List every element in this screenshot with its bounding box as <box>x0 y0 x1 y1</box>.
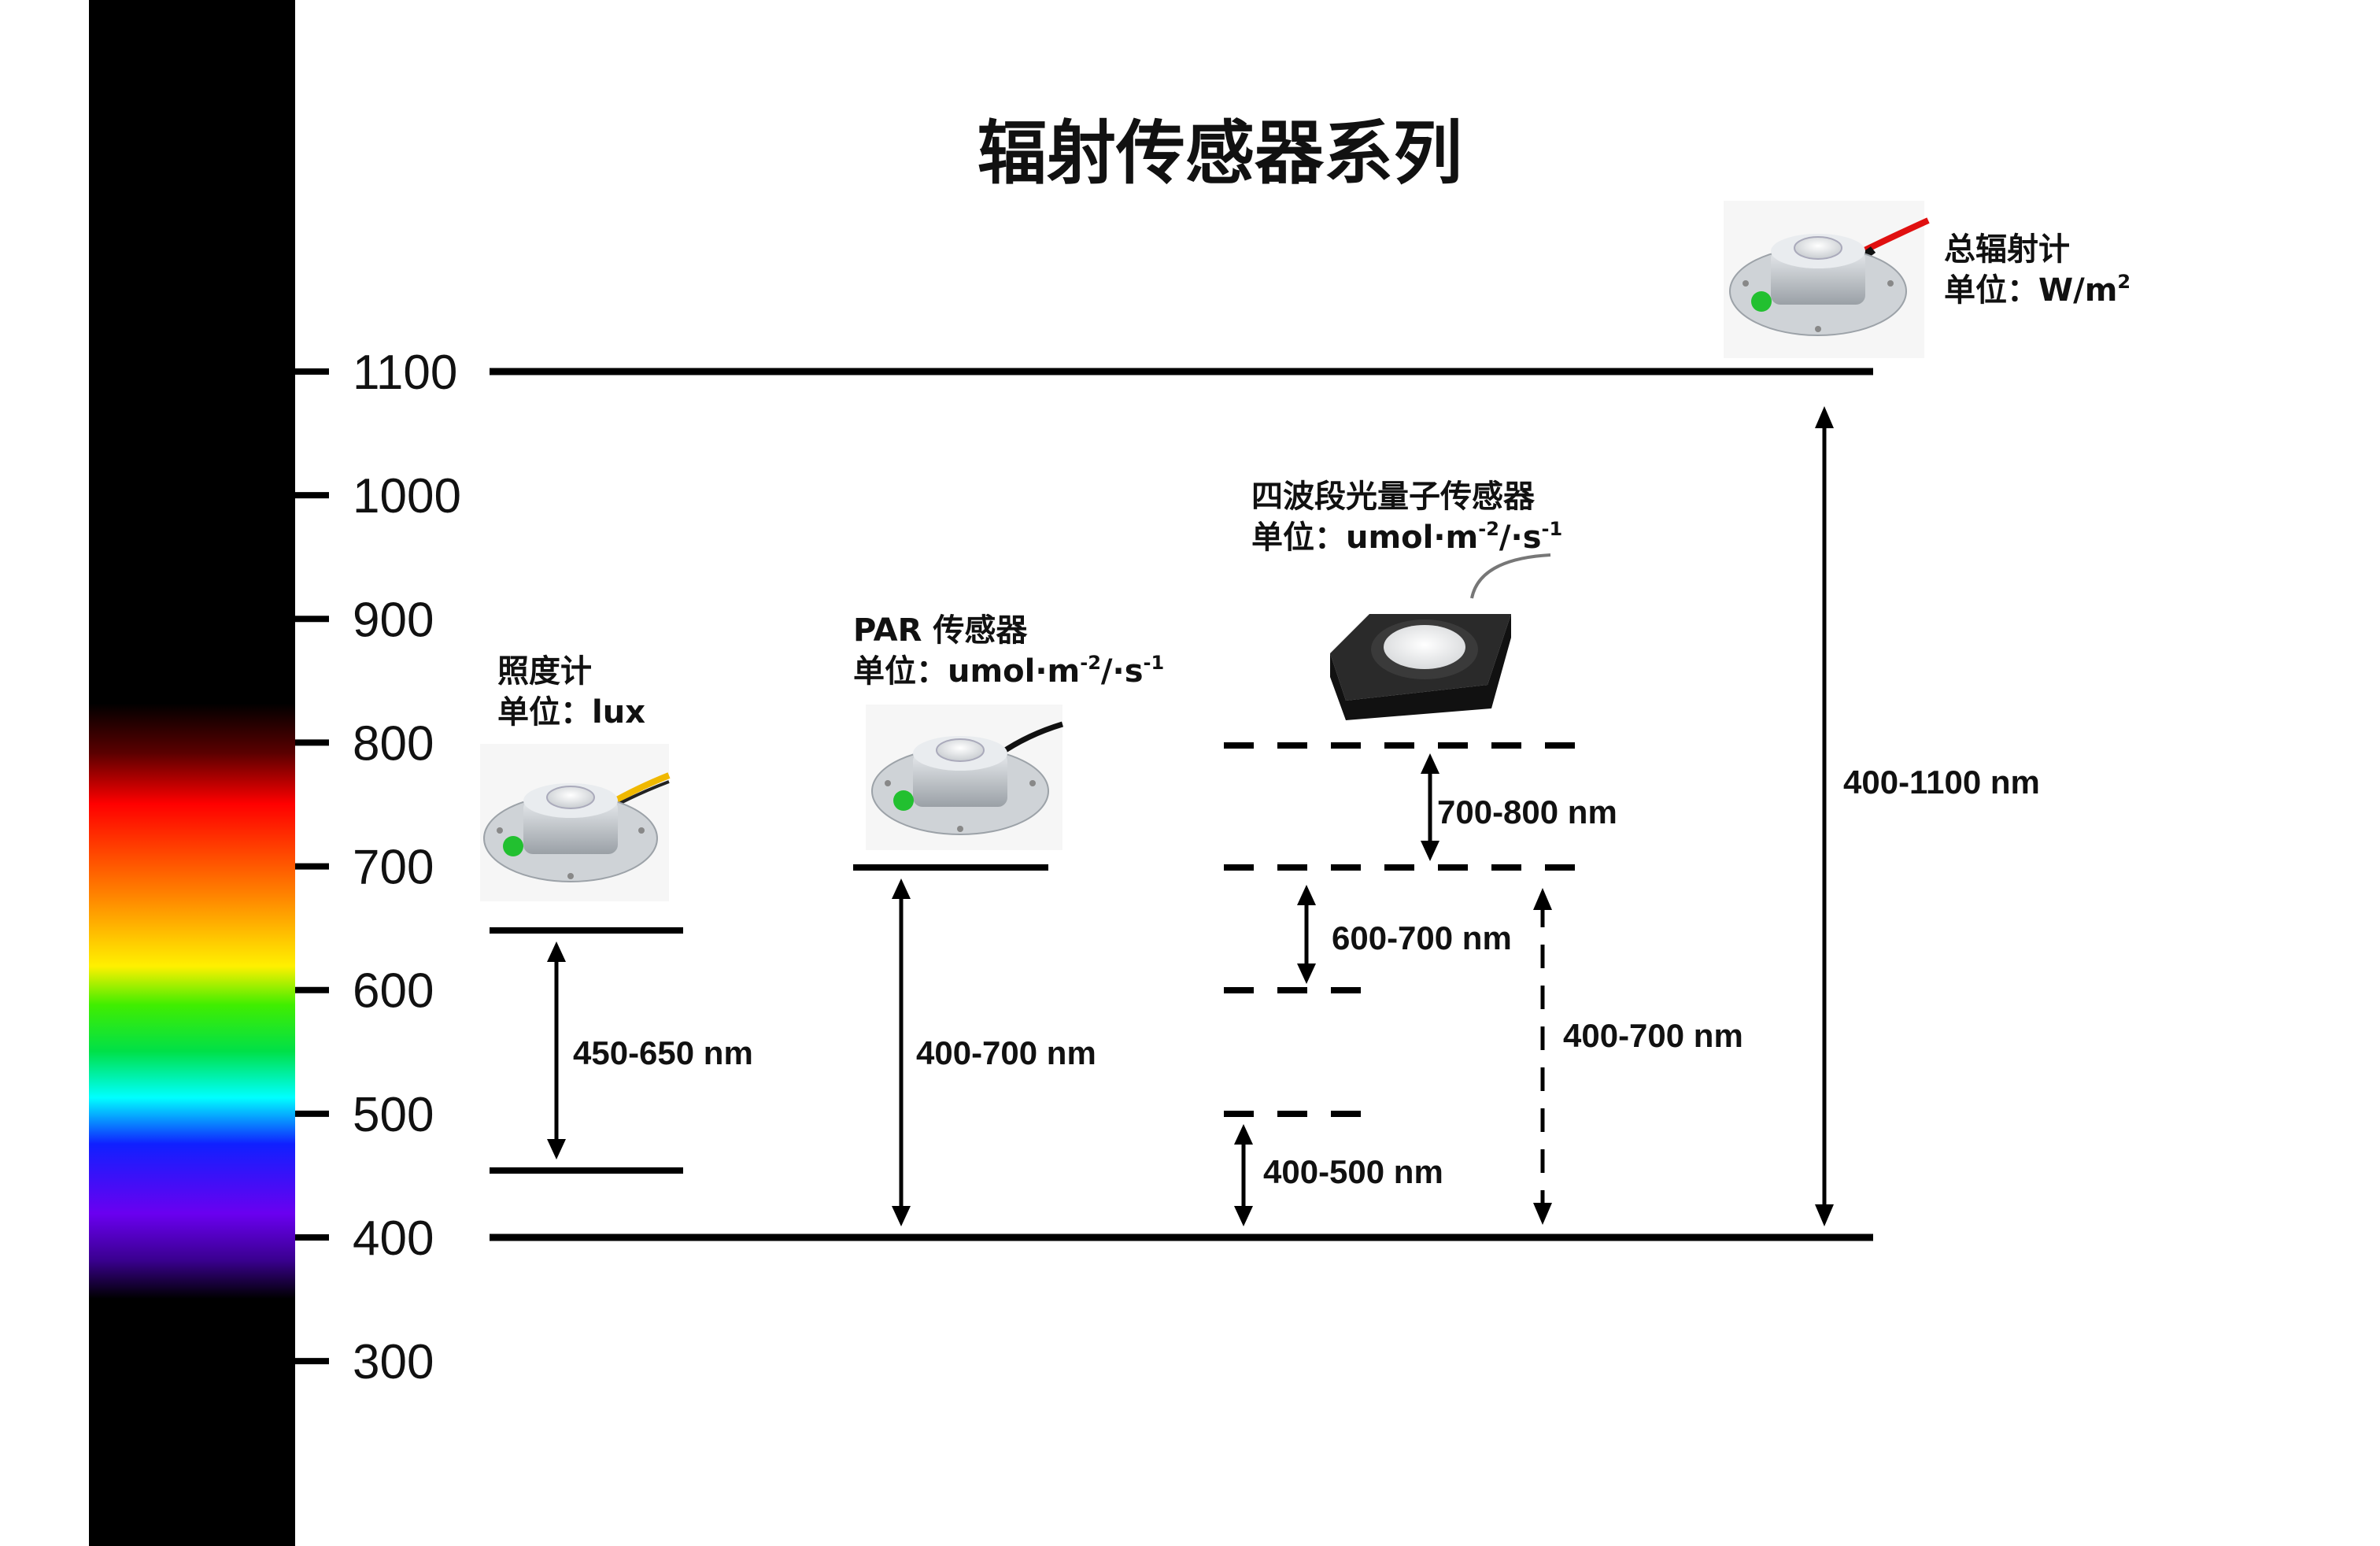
quad-range-label-400-500: 400-500 nm <box>1263 1153 1443 1190</box>
lux-sensor-unit: 单位：lux <box>497 694 645 730</box>
quad-range-label-700-800: 700-800 nm <box>1437 793 1617 830</box>
par-range-label: 400-700 nm <box>916 1034 1096 1071</box>
quad-range-label-400-700: 400-700 nm <box>1563 1017 1743 1054</box>
quad-range-label-600-700: 600-700 nm <box>1332 919 1512 956</box>
axis-tick-label: 800 <box>353 716 434 771</box>
lux-sensor-name: 照度计 <box>497 653 592 690</box>
axis-tick-label: 500 <box>353 1088 434 1142</box>
quad-sensor-unit: 单位：umol·m-2/·s-1 <box>1251 518 1562 556</box>
page-title: 辐射传感器系列 <box>978 113 1462 194</box>
quad-sensor-group: 四波段光量子传感器 单位：umol·m-2/·s-1 700-800 nm 60… <box>1224 479 1743 1226</box>
total-sensor-image <box>1724 201 1930 358</box>
spectrum-bar <box>89 0 295 1546</box>
wavelength-axis: 1100 1000 900 800 700 600 500 400 300 <box>295 346 461 1389</box>
total-sensor-name: 总辐射计 <box>1944 231 2070 268</box>
total-sensor-unit: 单位：W/m2 <box>1944 271 2131 309</box>
total-range-label: 400-1100 nm <box>1843 764 2040 801</box>
axis-tick-label: 1100 <box>353 346 457 400</box>
lux-sensor-image <box>480 744 671 901</box>
axis-tick-label: 900 <box>353 593 434 647</box>
axis-tick-label: 600 <box>353 964 434 1019</box>
par-sensor-group: PAR 传感器 单位：umol·m-2/·s-1 400-700 nm <box>853 612 1164 1226</box>
axis-tick-label: 1000 <box>353 469 461 523</box>
lux-sensor-group: 照度计 单位：lux 450-650 nm <box>480 653 753 1174</box>
axis-tick-label: 700 <box>353 841 434 895</box>
quad-sensor-image <box>1330 553 1551 720</box>
total-sensor-group: 总辐射计 单位：W/m2 400-1100 nm <box>1724 201 2131 1226</box>
par-sensor-name: PAR 传感器 <box>853 612 1028 649</box>
par-sensor-unit: 单位：umol·m-2/·s-1 <box>853 652 1164 690</box>
axis-tick-label: 300 <box>353 1335 434 1389</box>
lux-range-label: 450-650 nm <box>573 1034 753 1071</box>
par-sensor-image <box>866 705 1064 850</box>
quad-sensor-name: 四波段光量子传感器 <box>1251 479 1536 515</box>
axis-tick-label: 400 <box>353 1211 434 1266</box>
